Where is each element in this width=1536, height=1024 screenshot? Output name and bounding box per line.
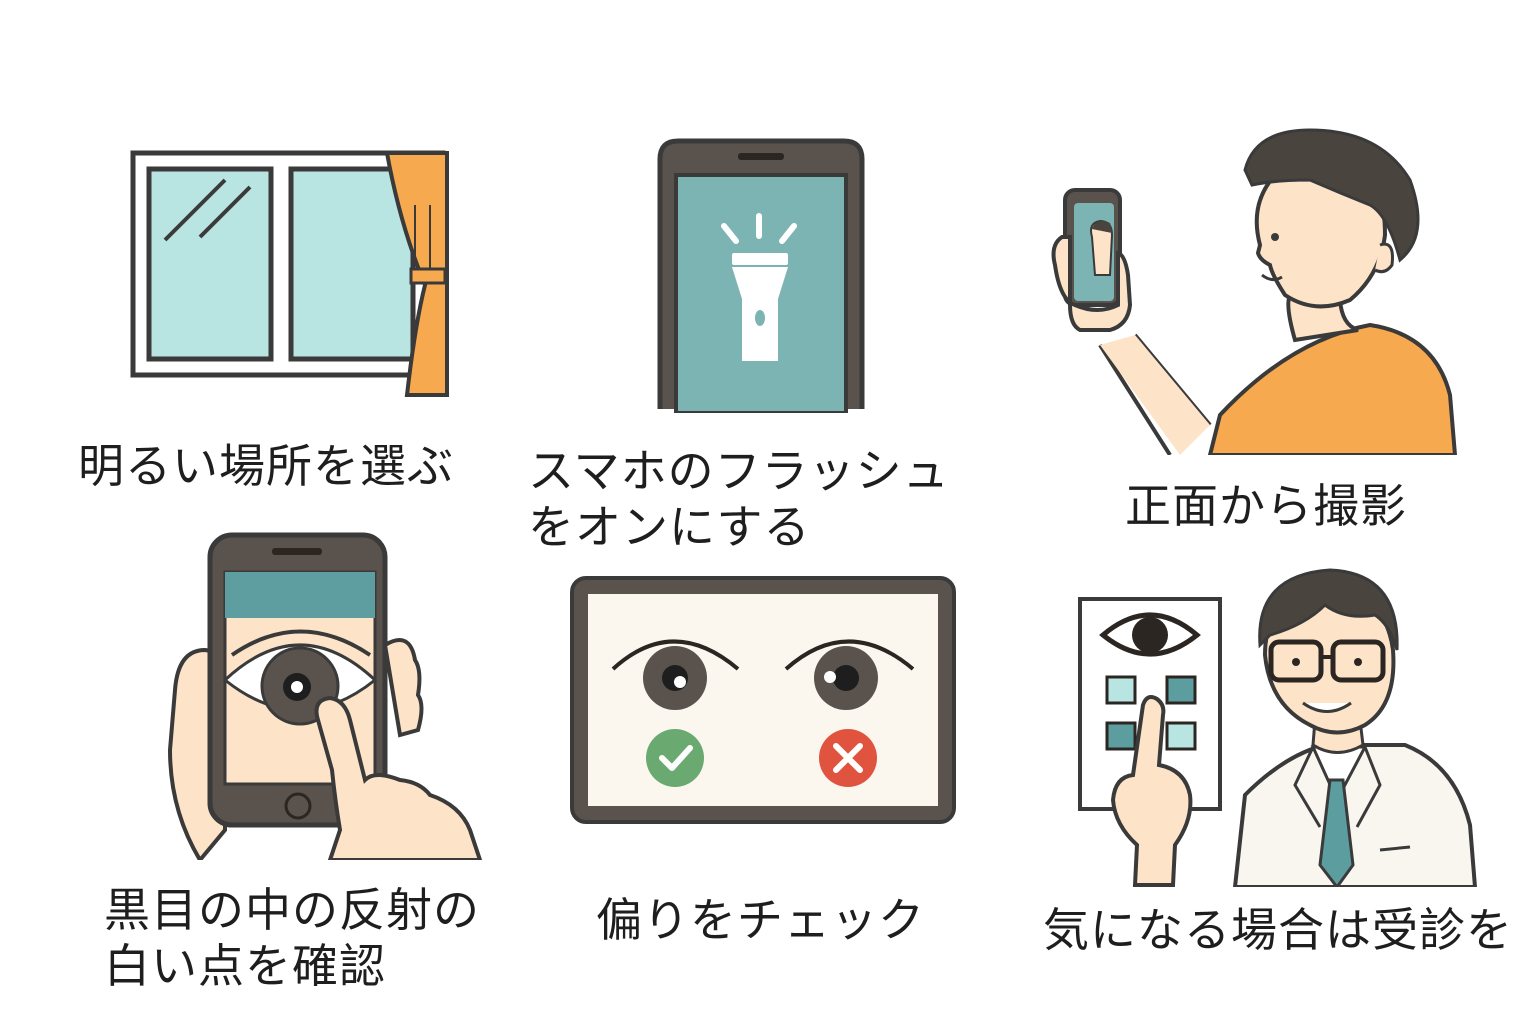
- window-curtain-icon: [130, 150, 449, 397]
- caption-line: 黒目の中の反射の: [104, 883, 480, 937]
- check-icon: [646, 729, 704, 787]
- selfie-person-icon: [1051, 128, 1458, 455]
- caption-line: をオンにする: [528, 500, 811, 554]
- caption-line: スマホのフラッシュ: [528, 444, 950, 498]
- doctor-eye-chart-icon: [1078, 568, 1478, 887]
- eyes-compare-icon: [570, 576, 956, 824]
- eye-on-phone-icon: [167, 532, 483, 860]
- step-caption-compare: 偏りをチェック: [596, 892, 925, 948]
- step-caption-reflex: 黒目の中の反射の 白い点を確認: [104, 882, 480, 994]
- step-caption-flash: スマホのフラッシュ をオンにする: [528, 443, 950, 555]
- step-caption-doctor: 気になる場合は受診を: [1043, 902, 1513, 958]
- step-caption-selfie: 正面から撮影: [1125, 478, 1407, 534]
- step-caption-window: 明るい場所を選ぶ: [78, 438, 454, 494]
- caption-line: 明るい場所を選ぶ: [78, 439, 454, 493]
- flashlight-icon: [657, 138, 865, 413]
- cross-icon: [819, 729, 877, 787]
- caption-line: 正面から撮影: [1125, 479, 1407, 533]
- caption-line: 偏りをチェック: [596, 893, 925, 947]
- caption-line: 気になる場合は受診を: [1043, 903, 1513, 957]
- caption-line: 白い点を確認: [104, 939, 386, 993]
